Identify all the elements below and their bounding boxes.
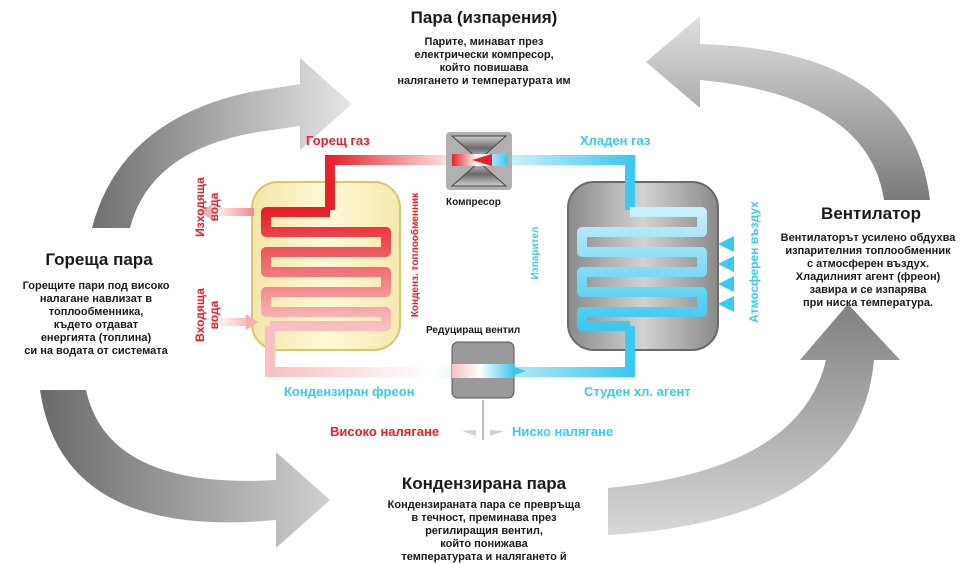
incoming-water-label: Входяща вода — [193, 288, 221, 342]
incoming-water-pipe — [212, 318, 254, 326]
condenser-label: Конденз. топлообменник — [410, 192, 421, 318]
compressor-icon — [446, 132, 512, 190]
cycle-arrow-icon — [646, 16, 930, 200]
outgoing-water-pipe — [212, 208, 254, 216]
arrow-left-icon — [462, 430, 476, 436]
compressor-label: Компресор — [446, 197, 501, 208]
hot-vapor-description: Горещите пари под високо налагане навлиз… — [22, 280, 170, 357]
fan-title: Вентилатор — [821, 204, 921, 223]
cycle-arrow-icon — [40, 390, 330, 548]
fan-description: Вентилаторът усилено обдухва изпарителни… — [780, 232, 956, 309]
vapor-title: Пара (изпарения) — [410, 8, 558, 27]
low-pressure-label: Ниско налягане — [512, 424, 614, 439]
evaporator-label: Изпарител — [530, 226, 541, 280]
liquid-pipe — [265, 326, 635, 377]
arrow-right-icon — [490, 430, 504, 436]
incoming-water-arrow — [246, 314, 258, 330]
cold-agent-label: Студен хл. агент — [584, 384, 691, 399]
cold-gas-label: Хладен газ — [580, 133, 651, 148]
outgoing-water-arrow — [200, 204, 212, 220]
condensed-vapor-title: Кондензирана пара — [401, 474, 567, 493]
air-arrows — [718, 236, 734, 312]
cycle-arrow-icon — [92, 58, 352, 228]
high-pressure-label: Високо налягане — [330, 424, 440, 439]
cycle-arrow-icon — [608, 304, 900, 535]
outgoing-water-label: Изходяща вода — [193, 177, 221, 237]
valve-label: Редуциращ вентил — [426, 325, 521, 336]
condensed-vapor-description: Кондензираната пара се превръща в течнос… — [387, 499, 581, 563]
vapor-description: Парите, минават през електрически компре… — [397, 36, 571, 87]
hot-vapor-title: Гореща пара — [45, 250, 153, 269]
evaporator-coil — [577, 207, 707, 331]
expansion-valve-icon — [451, 341, 526, 399]
atmospheric-air-label: Атмосферен въздух — [747, 201, 761, 323]
condenser-coil — [261, 207, 391, 331]
condensed-freon-label: Кондензиран фреон — [284, 384, 415, 399]
hot-gas-label: Горещ газ — [306, 133, 370, 148]
